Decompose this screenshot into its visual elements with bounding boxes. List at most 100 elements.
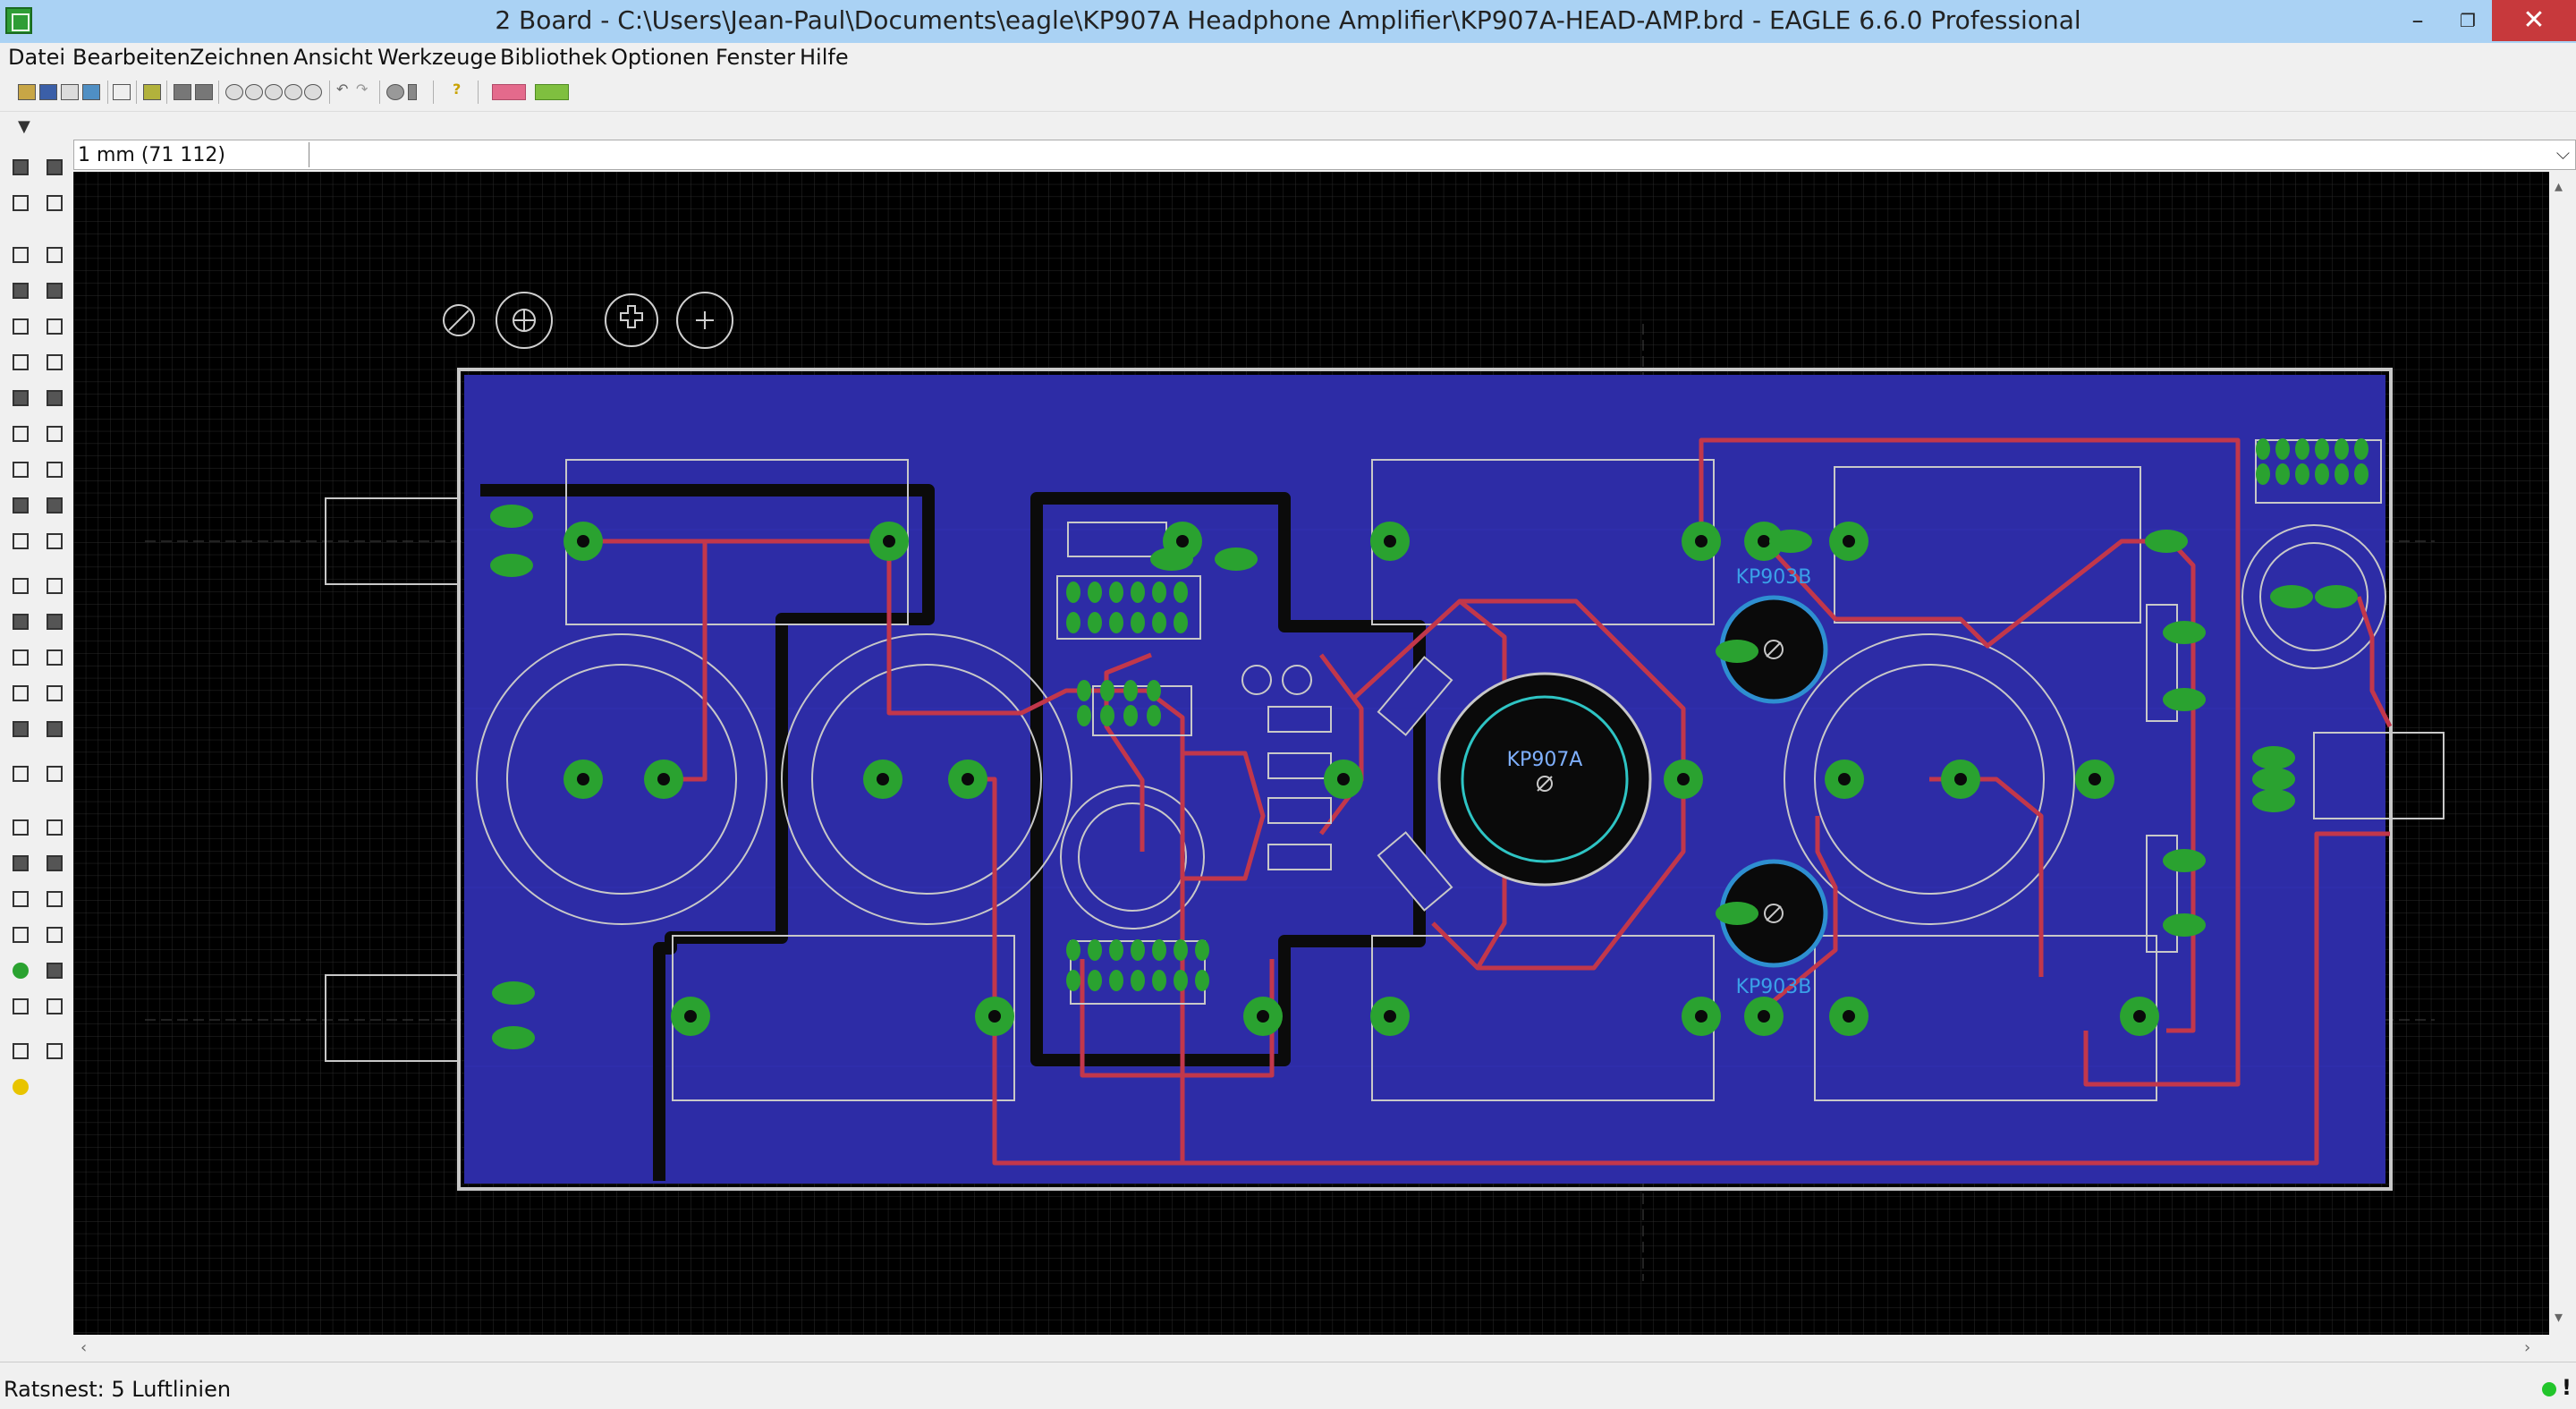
array-pad[interactable] [1088,939,1102,961]
array-pad[interactable] [2256,438,2270,460]
board-canvas[interactable]: KP907A KP903B KP903B [73,172,2549,1335]
minimize-button[interactable]: – [2411,7,2424,34]
save-icon[interactable] [39,84,57,100]
array-pad[interactable] [1109,612,1123,633]
smd-pad[interactable] [1150,547,1193,571]
array-pad[interactable] [2354,463,2368,485]
menu-bibliothek[interactable]: Bibliothek [500,45,607,70]
scroll-down-arrow[interactable]: ▾ [2555,1308,2563,1327]
array-pad[interactable] [1152,970,1166,991]
replace-tool-icon[interactable] [13,1079,29,1095]
via-tool-icon[interactable] [47,614,63,630]
smd-pad[interactable] [1215,547,1258,571]
replace-tool-icon[interactable] [47,390,63,406]
array-pad[interactable] [1088,970,1102,991]
array-pad[interactable] [2315,463,2329,485]
zoom-select-icon[interactable] [304,84,322,100]
copy-tool-icon[interactable] [47,247,63,263]
menu-werkzeuge[interactable]: Werkzeuge [377,45,497,70]
ulp-icon[interactable] [174,84,191,100]
print-icon[interactable] [61,84,79,100]
zoom-fit-icon[interactable] [225,84,243,100]
smd-pad[interactable] [490,505,533,528]
array-pad[interactable] [1152,612,1166,633]
menu-bearbeiten[interactable]: Bearbeiten [72,45,191,70]
ratsnest-tool-icon[interactable] [13,721,29,737]
text-tool-icon[interactable] [13,533,29,549]
mirror-tool-icon[interactable] [47,927,63,943]
group-tool-icon[interactable] [13,318,29,335]
signal-tool-icon[interactable] [13,649,29,666]
array-pad[interactable] [1131,581,1145,603]
redo-icon[interactable]: ↷ [356,81,369,98]
move-tool-icon[interactable] [13,247,29,263]
element14-icon[interactable] [535,84,569,100]
array-pad[interactable] [1123,680,1138,701]
add-tool-icon[interactable] [47,1043,63,1059]
array-pad[interactable] [1066,970,1080,991]
vertical-scrollbar[interactable]: ▴ ▾ [2549,172,2576,1335]
array-pad[interactable] [1131,612,1145,633]
array-pad[interactable] [1088,581,1102,603]
array-pad[interactable] [1077,705,1091,726]
undo-icon[interactable]: ↶ [336,81,349,98]
array-pad[interactable] [1147,680,1161,701]
split-tool-icon[interactable] [47,426,63,442]
rotate-tool-icon[interactable] [47,283,63,299]
array-pad[interactable] [1109,939,1123,961]
array-pad[interactable] [1174,612,1188,633]
array-pad[interactable] [1100,705,1114,726]
smd-pad[interactable] [492,981,535,1005]
array-pad[interactable] [1100,680,1114,701]
smd-pad[interactable] [490,554,533,577]
hole-tool-icon[interactable] [47,649,63,666]
menu-optionen[interactable]: Optionen [611,45,710,70]
rotate-tool-icon[interactable] [13,963,29,979]
open-icon[interactable] [18,84,36,100]
run-icon[interactable] [143,84,161,100]
smd-pad[interactable] [1716,640,1758,663]
array-pad[interactable] [1066,581,1080,603]
zoom-out-icon[interactable] [265,84,283,100]
array-pad[interactable] [1109,970,1123,991]
mark-tool-icon[interactable] [47,195,63,211]
horizontal-scrollbar[interactable]: ‹ › [73,1335,2549,1362]
dimension-tool-icon[interactable] [47,685,63,701]
array-pad[interactable] [1066,939,1080,961]
smd-pad[interactable] [2163,621,2206,644]
group-tool-icon[interactable] [47,963,63,979]
menu-fenster[interactable]: Fenster [716,45,796,70]
mirror-tool-icon[interactable] [13,283,29,299]
array-pad[interactable] [2315,438,2329,460]
attribute-tool-icon[interactable] [13,685,29,701]
array-pad[interactable] [1077,680,1091,701]
ripup-tool-icon[interactable] [13,497,29,514]
array-pad[interactable] [1152,939,1166,961]
smd-pad[interactable] [1769,530,1812,553]
info-tool-icon[interactable] [47,819,63,836]
mark-tool-icon[interactable] [13,891,29,907]
command-history-dropdown[interactable]: ⌵ [2555,142,2570,164]
kp907a-transistor[interactable]: KP907A [1437,672,1652,887]
array-pad[interactable] [1131,939,1145,961]
smd-pad[interactable] [2145,530,2188,553]
action-dropdown[interactable]: ▼ [18,117,30,136]
smd-pad[interactable] [1716,902,1758,925]
change-tool-icon[interactable] [13,998,29,1014]
stop-icon[interactable] [386,84,404,100]
menu-ansicht[interactable]: Ansicht [293,45,373,70]
array-pad[interactable] [2275,438,2290,460]
paste-tool-icon[interactable] [13,354,29,370]
array-pad[interactable] [2354,438,2368,460]
optimize-tool-icon[interactable] [13,462,29,478]
array-pad[interactable] [2275,463,2290,485]
scroll-up-arrow[interactable]: ▴ [2555,177,2563,196]
array-pad[interactable] [1152,581,1166,603]
array-pad[interactable] [2295,438,2309,460]
array-pad[interactable] [1088,612,1102,633]
copy-tool-icon[interactable] [13,927,29,943]
menu-zeichnen[interactable]: Zeichnen [190,45,290,70]
menu-datei[interactable]: Datei [8,45,66,70]
display-tool-icon[interactable] [13,195,29,211]
array-pad[interactable] [1174,970,1188,991]
